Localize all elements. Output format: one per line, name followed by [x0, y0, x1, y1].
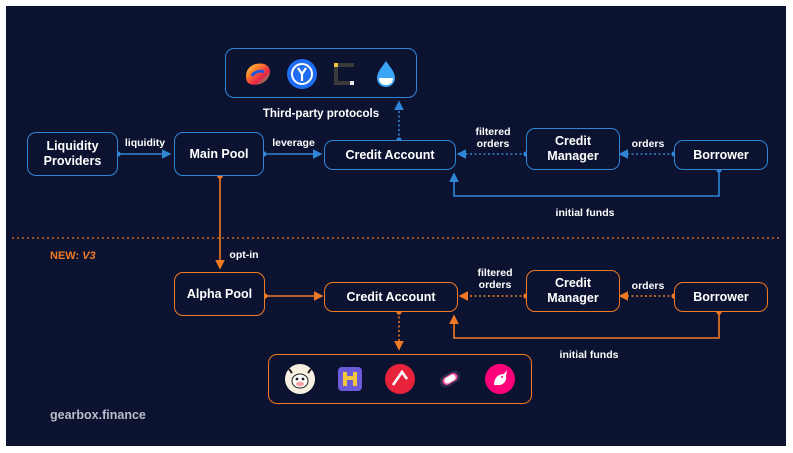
unicorn-icon [485, 364, 515, 394]
v3-edge-label-initial-funds: initial funds [559, 349, 619, 361]
edge-label-opt-in: opt-in [229, 249, 259, 261]
sushi-icon [439, 370, 461, 388]
edge-label-leverage: leverage [272, 137, 315, 149]
cow-icon [285, 364, 315, 394]
connector-layer [12, 100, 780, 351]
pixel-token-icon [338, 367, 362, 391]
gearbox-brand[interactable]: gearbox.finance [50, 408, 146, 422]
diagram-canvas: Third-party protocols Liquidity Provider… [6, 6, 786, 446]
curve-rainbow-icon [246, 63, 271, 85]
new-version: V3 [82, 250, 96, 262]
red-slash-icon [385, 364, 415, 394]
yearn-icon [287, 59, 317, 89]
v3-credit-manager-node: Credit Manager [526, 270, 620, 312]
v3-edge-label-filtered-orders: filtered orders [477, 267, 513, 291]
alpha-pool-node: Alpha Pool [174, 272, 265, 316]
new-prefix: NEW: [50, 250, 80, 262]
edge-v3-initial-funds [449, 312, 720, 339]
edge-initial-funds [449, 170, 720, 197]
edge-label-filtered-orders: filtered orders [475, 126, 511, 150]
credit-manager-node: Credit Manager [526, 128, 620, 170]
edge-label-orders: orders [631, 138, 665, 150]
liquidity-providers-node: Liquidity Providers [27, 132, 118, 176]
lido-drop-icon [377, 61, 395, 87]
edge-label-liquidity: liquidity [124, 137, 166, 149]
convex-icon [334, 63, 354, 85]
credit-account-node: Credit Account [324, 140, 456, 170]
edge-label-initial-funds: initial funds [555, 207, 615, 219]
main-pool-node: Main Pool [174, 132, 264, 176]
v3-edge-label-orders: orders [631, 280, 665, 292]
v3-credit-account-node: Credit Account [324, 282, 458, 312]
new-v3-label: NEW: V3 [50, 250, 96, 262]
borrower-node: Borrower [674, 140, 768, 170]
v3-borrower-node: Borrower [674, 282, 768, 312]
third-party-protocols-label: Third-party protocols [262, 108, 380, 120]
